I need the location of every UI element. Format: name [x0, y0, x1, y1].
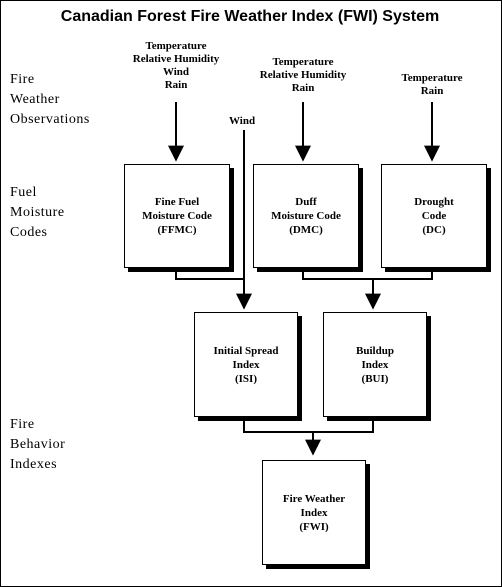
bui-name-line-1: Buildup: [356, 344, 394, 357]
row-label-observations-line-1: Fire: [10, 72, 35, 87]
row-label-moisture-codes-line-2: Moisture: [10, 205, 65, 220]
isi-name-line-1: Initial Spread: [213, 344, 279, 357]
ffmc-inputs-label: Temperature Relative Humidity Wind Rain: [116, 40, 236, 92]
dc-input-2: Rain: [420, 85, 444, 97]
row-label-observations-line-2: Weather: [10, 92, 60, 107]
dmc-abbrev: (DMC): [289, 224, 323, 236]
ffmc-name-line-1: Fine Fuel: [154, 196, 200, 208]
isi-name-line-2: Index: [232, 358, 260, 371]
row-label-observations: Fire Weather Observations: [10, 70, 90, 130]
dc-abbrev: (DC): [422, 224, 446, 236]
row-label-moisture-codes: Fuel Moisture Codes: [10, 183, 65, 243]
dmc-name-line-2: Moisture Code: [271, 210, 341, 222]
dmc-inputs-label: Temperature Relative Humidity Rain: [243, 56, 363, 95]
row-label-behavior-indexes-line-3: Indexes: [10, 457, 58, 472]
dc-inputs-label: Temperature Rain: [382, 72, 482, 98]
row-label-behavior-indexes-line-1: Fire: [10, 417, 35, 432]
bui-name-line-2: Index: [361, 358, 389, 371]
ffmc-input-1: Temperature: [145, 40, 207, 52]
dc-name-line-2: Code: [421, 210, 447, 222]
fwi-name-line-2: Index: [300, 506, 328, 519]
row-label-observations-line-3: Observations: [10, 112, 90, 127]
ffmc-input-2: Relative Humidity: [132, 53, 220, 65]
bui-box: Buildup Index (BUI): [323, 312, 427, 417]
ffmc-name-line-2: Moisture Code: [142, 210, 212, 222]
row-label-moisture-codes-line-3: Codes: [10, 225, 48, 240]
row-label-behavior-indexes-line-2: Behavior: [10, 437, 66, 452]
fwi-box: Fire Weather Index (FWI): [262, 460, 366, 565]
dmc-box: Duff Moisture Code (DMC): [253, 164, 359, 268]
isi-abbrev: (ISI): [234, 372, 257, 385]
dmc-dc-join-line: [302, 268, 433, 280]
wind-label: Wind: [229, 115, 256, 127]
dc-input-1: Temperature: [401, 72, 463, 84]
ffmc-to-isi-line: [175, 268, 244, 280]
isi-box: Initial Spread Index (ISI): [194, 312, 298, 417]
dmc-input-2: Relative Humidity: [259, 69, 347, 81]
dmc-input-1: Temperature: [272, 56, 334, 68]
fwi-abbrev: (FWI): [299, 520, 329, 533]
row-label-behavior-indexes: Fire Behavior Indexes: [10, 415, 65, 475]
dc-box: Drought Code (DC): [381, 164, 487, 268]
diagram-title: Canadian Forest Fire Weather Index (FWI)…: [60, 8, 440, 25]
ffmc-input-4: Rain: [164, 79, 188, 91]
row-label-moisture-codes-line-1: Fuel: [10, 185, 37, 200]
bui-abbrev: (BUI): [361, 372, 389, 385]
isi-bui-join-line: [243, 418, 374, 433]
ffmc-input-3: Wind: [162, 66, 190, 78]
dmc-name-line-1: Duff: [295, 196, 317, 208]
ffmc-abbrev: (FFMC): [157, 224, 197, 236]
ffmc-box: Fine Fuel Moisture Code (FFMC): [124, 164, 230, 268]
dc-name-line-1: Drought: [414, 196, 454, 208]
dmc-input-3: Rain: [291, 82, 315, 94]
fwi-name-line-1: Fire Weather: [282, 492, 346, 505]
